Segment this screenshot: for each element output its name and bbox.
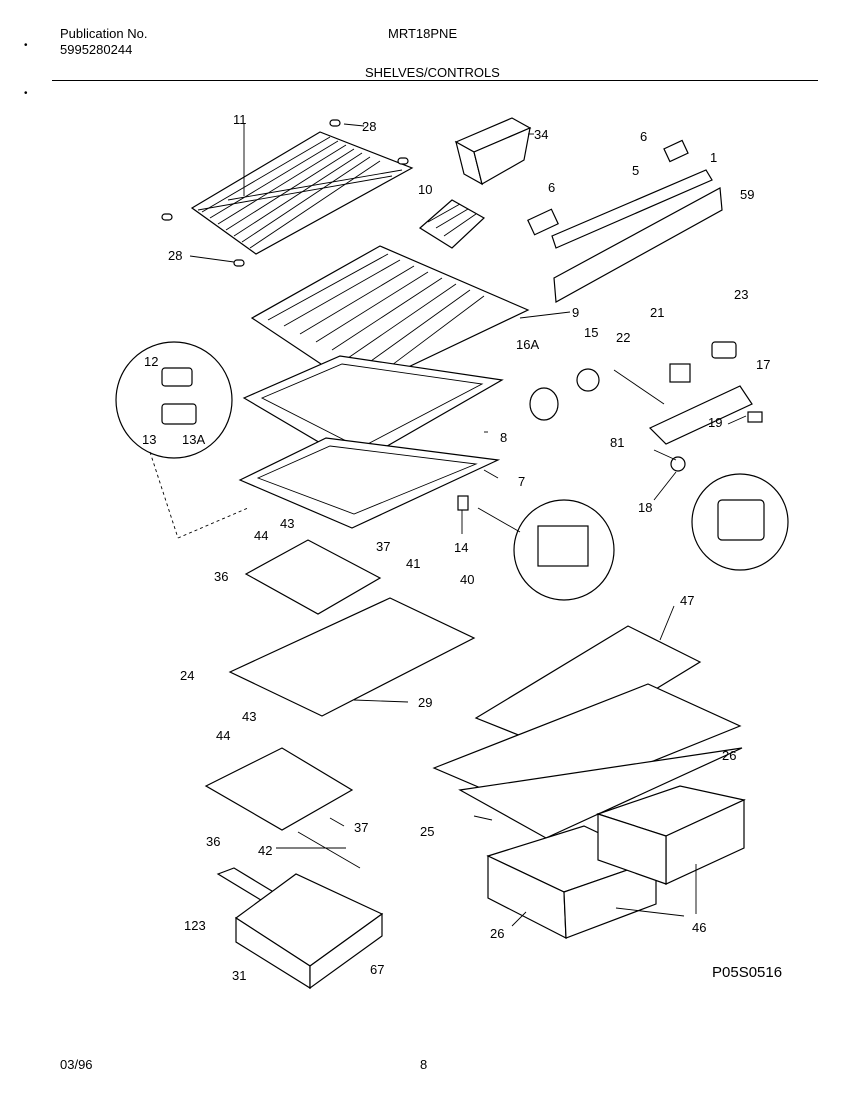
- ice-tray-part: [418, 199, 486, 249]
- callout-26: 26: [722, 748, 736, 763]
- callout-22: 22: [616, 330, 630, 345]
- callout-13A: 13A: [182, 432, 205, 447]
- callout-28: 28: [168, 248, 182, 263]
- callout-14: 14: [454, 540, 468, 555]
- tray-part: [238, 437, 501, 529]
- callout-8: 8: [500, 430, 507, 445]
- callout-44: 44: [216, 728, 230, 743]
- callout-19: 19: [708, 415, 722, 430]
- callout-34: 34: [534, 127, 548, 142]
- callout-43: 43: [242, 709, 256, 724]
- callout-10: 10: [418, 182, 432, 197]
- crisper-cover-frame: [250, 245, 530, 391]
- callout-leaders: [189, 123, 747, 927]
- crisper-cover-glass: [432, 625, 743, 839]
- shelf-support-pegs: [161, 119, 409, 267]
- header-rule: [52, 80, 818, 81]
- crisper-drawers-part: [486, 785, 746, 940]
- callout-7: 7: [518, 474, 525, 489]
- callout-1: 1: [710, 150, 717, 165]
- wire-shelf-part: [190, 131, 414, 255]
- lower-drawer-part: [216, 867, 384, 990]
- callout-42: 42: [258, 843, 272, 858]
- margin-dot: •: [24, 40, 28, 51]
- model-number: MRT18PNE: [388, 26, 458, 41]
- callout-26: 26: [490, 926, 504, 941]
- callout-24: 24: [180, 668, 194, 683]
- callout-25: 25: [420, 824, 434, 839]
- callout-36: 36: [214, 569, 228, 584]
- callout-46: 46: [692, 920, 706, 935]
- callout-15: 15: [584, 325, 598, 340]
- small-glass-shelf-lower: [204, 747, 361, 869]
- footer-date: 03/96: [60, 1057, 93, 1072]
- callout-6: 6: [640, 129, 647, 144]
- publication-number: 5995280244: [60, 42, 133, 57]
- callout-81: 81: [610, 435, 624, 450]
- detail-circle-bins: [115, 341, 249, 539]
- detail-circle-switch: [457, 495, 615, 601]
- small-glass-shelf-upper: [244, 539, 382, 615]
- margin-dot: •: [24, 88, 28, 99]
- callout-16A: 16A: [516, 337, 539, 352]
- publication-label: Publication No.: [60, 26, 148, 41]
- callout-21: 21: [650, 305, 664, 320]
- callout-28: 28: [362, 119, 376, 134]
- callout-9: 9: [572, 305, 579, 320]
- callout-23: 23: [734, 287, 748, 302]
- callout-11: 11: [233, 112, 247, 127]
- callout-41: 41: [406, 556, 420, 571]
- callout-36: 36: [206, 834, 220, 849]
- large-glass-shelf: [228, 597, 476, 717]
- callout-37: 37: [354, 820, 368, 835]
- callout-18: 18: [638, 500, 652, 515]
- callout-37: 37: [376, 539, 390, 554]
- callout-17: 17: [756, 357, 770, 372]
- control-parts: [529, 341, 763, 472]
- callout-67: 67: [370, 962, 384, 977]
- callout-59: 59: [740, 187, 754, 202]
- callout-29: 29: [418, 695, 432, 710]
- trim-bar-parts: [527, 139, 723, 303]
- storage-bin-part: [454, 117, 532, 186]
- callout-labels: 11 28 28 10 34 6 6 5 1 59 9 16A 15 22 21…: [142, 112, 770, 983]
- detail-circle-control: [691, 473, 789, 571]
- callout-43: 43: [280, 516, 294, 531]
- callout-13: 13: [142, 432, 156, 447]
- callout-12: 12: [144, 354, 158, 369]
- callout-6: 6: [548, 180, 555, 195]
- callout-47: 47: [680, 593, 694, 608]
- callout-40: 40: [460, 572, 474, 587]
- callout-123: 123: [184, 918, 206, 933]
- section-title: SHELVES/CONTROLS: [365, 65, 500, 80]
- callout-31: 31: [232, 968, 246, 983]
- diagram-code: P05S0516: [712, 964, 783, 981]
- page-number: 8: [420, 1057, 428, 1072]
- callout-5: 5: [632, 163, 639, 178]
- callout-44: 44: [254, 528, 268, 543]
